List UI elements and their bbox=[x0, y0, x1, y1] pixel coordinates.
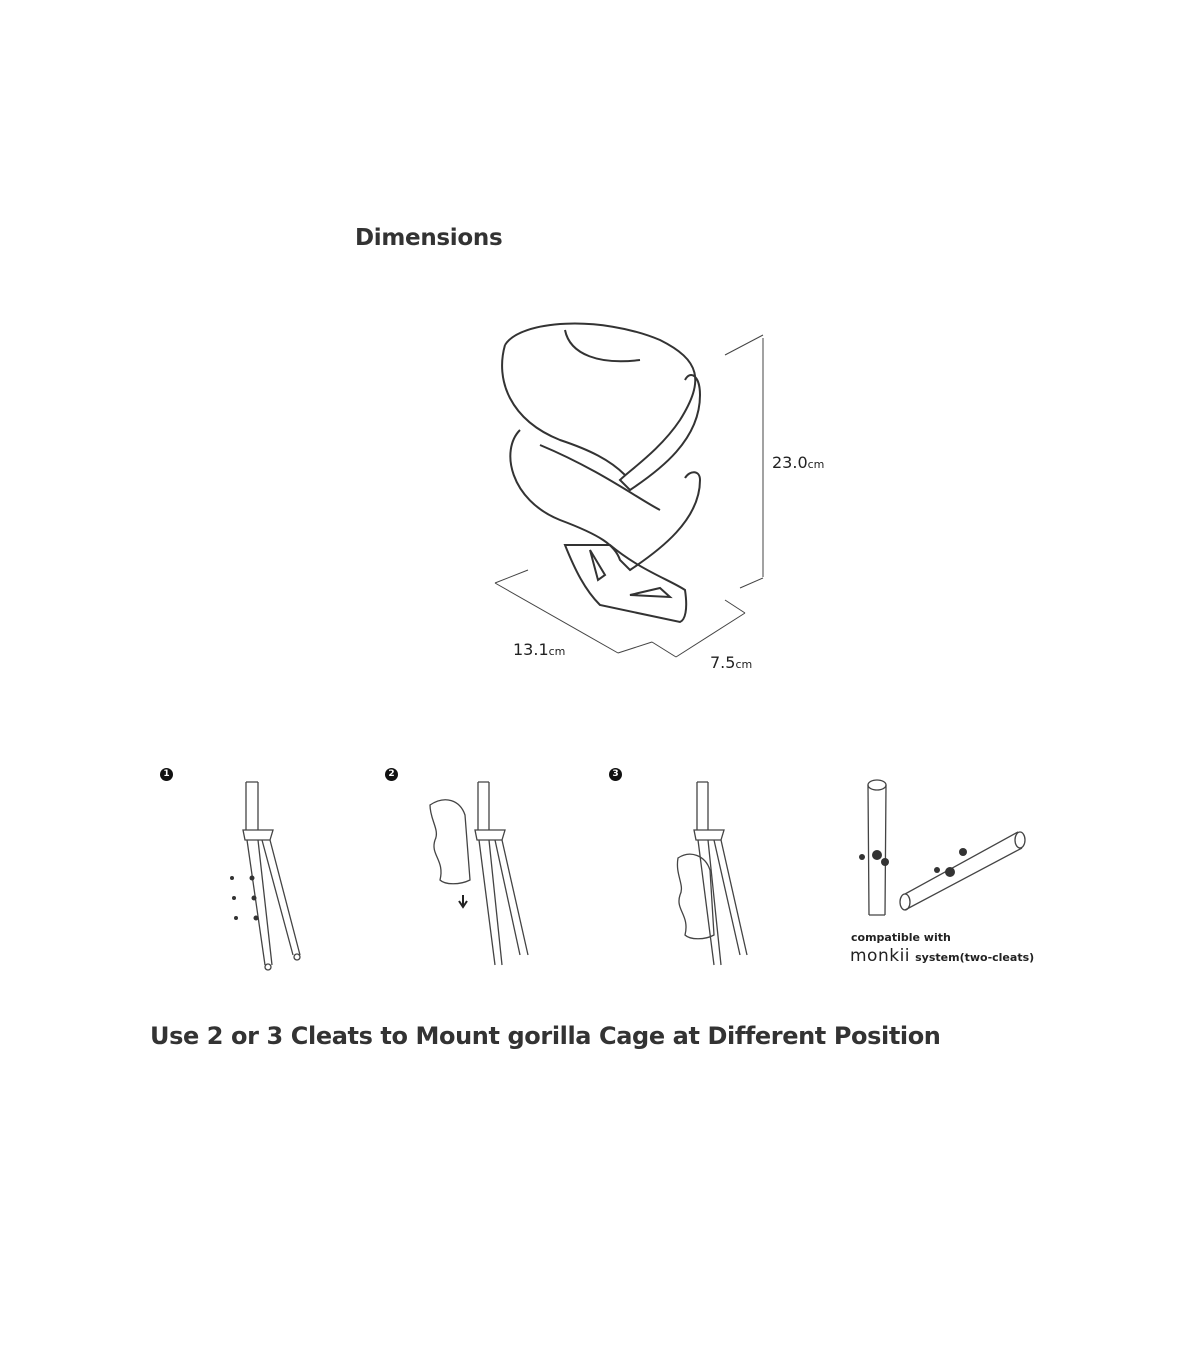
depth-value: 7.5 bbox=[710, 653, 736, 672]
dimensions-title: Dimensions bbox=[355, 225, 503, 251]
step-2-cage-fork-drawing bbox=[429, 781, 529, 966]
step-3-mounted-drawing bbox=[676, 781, 748, 966]
compatible-with-label: compatible with bbox=[851, 931, 951, 944]
step-1-fork-drawing bbox=[230, 781, 301, 971]
bottle-cage-drawing bbox=[494, 322, 764, 658]
system-label: system(two-cleats) bbox=[915, 951, 1035, 964]
height-value: 23.0 bbox=[772, 453, 808, 472]
width-dimension: 13.1cm bbox=[513, 640, 565, 659]
height-unit: cm bbox=[807, 458, 825, 471]
monkii-tubes-drawing bbox=[859, 779, 1026, 916]
width-value: 13.1 bbox=[513, 640, 549, 659]
monkii-compatibility: monkii system(two-cleats) bbox=[850, 946, 1034, 966]
step-1-number: 1 bbox=[160, 768, 173, 781]
height-dimension: 23.0cm bbox=[772, 453, 824, 472]
depth-unit: cm bbox=[735, 658, 753, 671]
depth-dimension: 7.5cm bbox=[710, 653, 752, 672]
step-2-number: 2 bbox=[385, 768, 398, 781]
mounting-caption: Use 2 or 3 Cleats to Mount gorilla Cage … bbox=[150, 1022, 941, 1050]
step-3-number: 3 bbox=[609, 768, 622, 781]
monkii-logo: monkii bbox=[850, 946, 911, 966]
width-unit: cm bbox=[548, 645, 566, 658]
